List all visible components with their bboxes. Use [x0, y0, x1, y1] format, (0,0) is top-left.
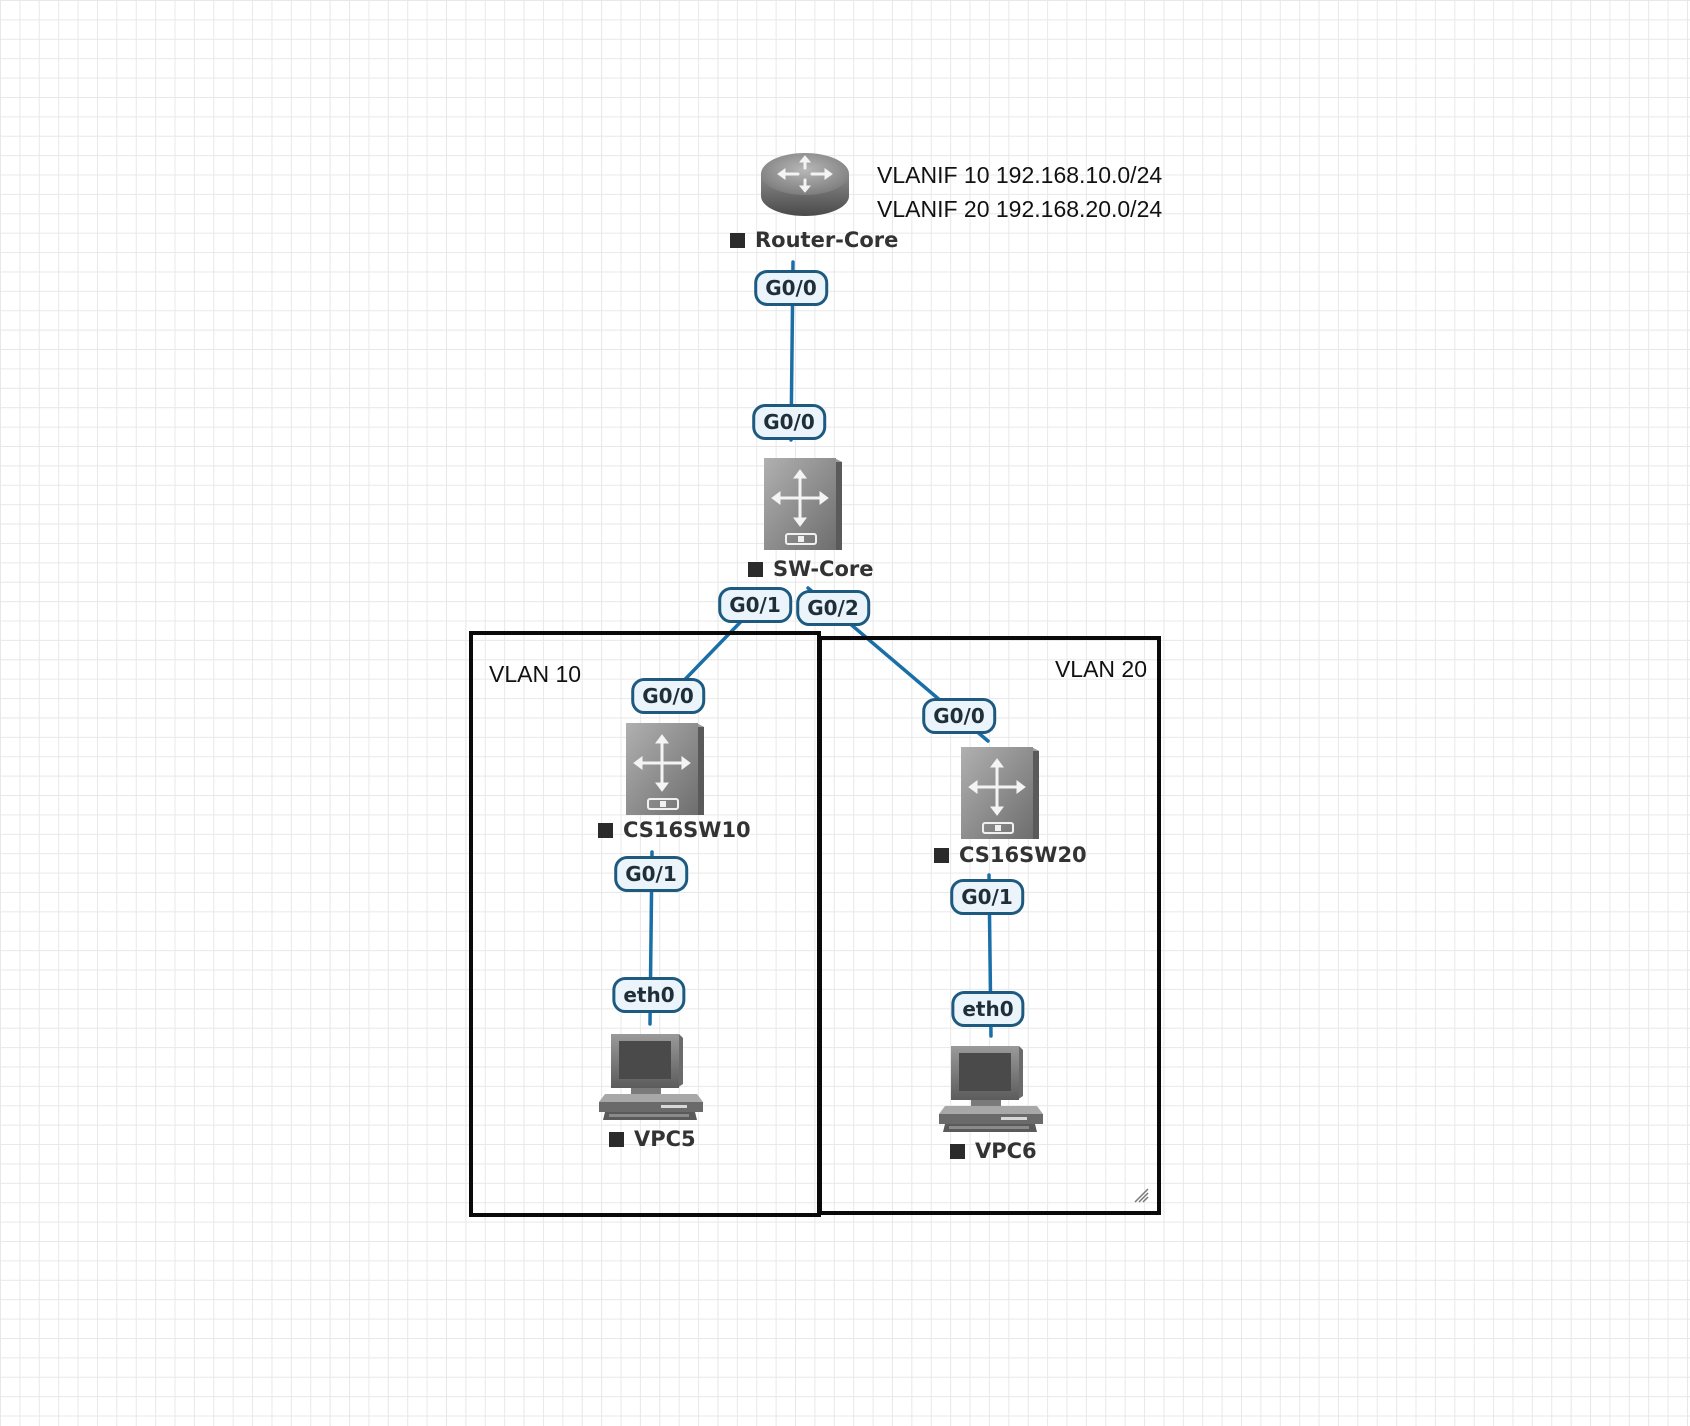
annotation-line-vlanif10: VLANIF 10 192.168.10.0/24	[877, 162, 1163, 188]
status-stopped-icon	[950, 1143, 965, 1159]
port-label-sw-core-g0-1[interactable]: G0/1	[718, 587, 792, 623]
node-sw-core[interactable]	[762, 456, 844, 552]
node-name-sw-core: SW-Core	[773, 557, 874, 581]
port-label-cs16sw10-g0-1[interactable]: G0/1	[614, 856, 688, 892]
switch-icon	[961, 747, 1039, 839]
status-stopped-icon	[730, 232, 745, 248]
node-vpc6[interactable]	[937, 1040, 1045, 1136]
node-label-vpc6[interactable]: VPC6	[950, 1139, 1037, 1163]
pc-icon	[939, 1046, 1043, 1132]
node-name-cs16sw20: CS16SW20	[959, 843, 1087, 867]
port-label-vpc6-eth0[interactable]: eth0	[951, 991, 1025, 1027]
node-label-router-core[interactable]: Router-Core	[730, 228, 898, 252]
annotation-line-vlanif20: VLANIF 20 192.168.20.0/24	[877, 196, 1163, 222]
port-label-sw-core-g0-2[interactable]: G0/2	[796, 590, 870, 626]
port-label-cs16sw20-g0-1[interactable]: G0/1	[950, 879, 1024, 915]
node-name-cs16sw10: CS16SW10	[623, 818, 751, 842]
port-label-cs16sw20-g0-0[interactable]: G0/0	[922, 698, 996, 734]
node-cs16sw20[interactable]	[959, 745, 1041, 841]
node-label-vpc5[interactable]: VPC5	[609, 1127, 696, 1151]
status-stopped-icon	[598, 822, 613, 838]
node-name-router-core: Router-Core	[755, 228, 899, 252]
node-name-vpc5: VPC5	[634, 1127, 696, 1151]
status-stopped-icon	[609, 1131, 624, 1147]
router-icon	[761, 153, 849, 216]
node-vpc5[interactable]	[597, 1028, 705, 1124]
group-vlan20[interactable]: VLAN 20	[818, 636, 1161, 1215]
group-label-vlan20: VLAN 20	[1054, 656, 1147, 682]
status-stopped-icon	[748, 561, 763, 577]
port-label-router-core-g0-0[interactable]: G0/0	[754, 270, 828, 306]
vlanif-annotation[interactable]: VLANIF 10 192.168.10.0/24 VLANIF 20 192.…	[877, 158, 1162, 226]
resize-grip-icon[interactable]	[1133, 1187, 1149, 1203]
port-label-sw-core-g0-0[interactable]: G0/0	[752, 404, 826, 440]
group-label-vlan10: VLAN 10	[489, 661, 582, 687]
node-cs16sw10[interactable]	[624, 721, 706, 817]
node-label-cs16sw10[interactable]: CS16SW10	[598, 818, 751, 842]
status-stopped-icon	[934, 847, 949, 863]
pc-icon	[599, 1034, 703, 1120]
node-label-cs16sw20[interactable]: CS16SW20	[934, 843, 1087, 867]
node-router-core[interactable]	[758, 142, 852, 224]
port-label-vpc5-eth0[interactable]: eth0	[612, 977, 686, 1013]
node-label-sw-core[interactable]: SW-Core	[748, 557, 874, 581]
port-label-cs16sw10-g0-0[interactable]: G0/0	[631, 678, 705, 714]
switch-icon	[764, 458, 842, 550]
node-name-vpc6: VPC6	[975, 1139, 1037, 1163]
switch-icon	[626, 723, 704, 815]
